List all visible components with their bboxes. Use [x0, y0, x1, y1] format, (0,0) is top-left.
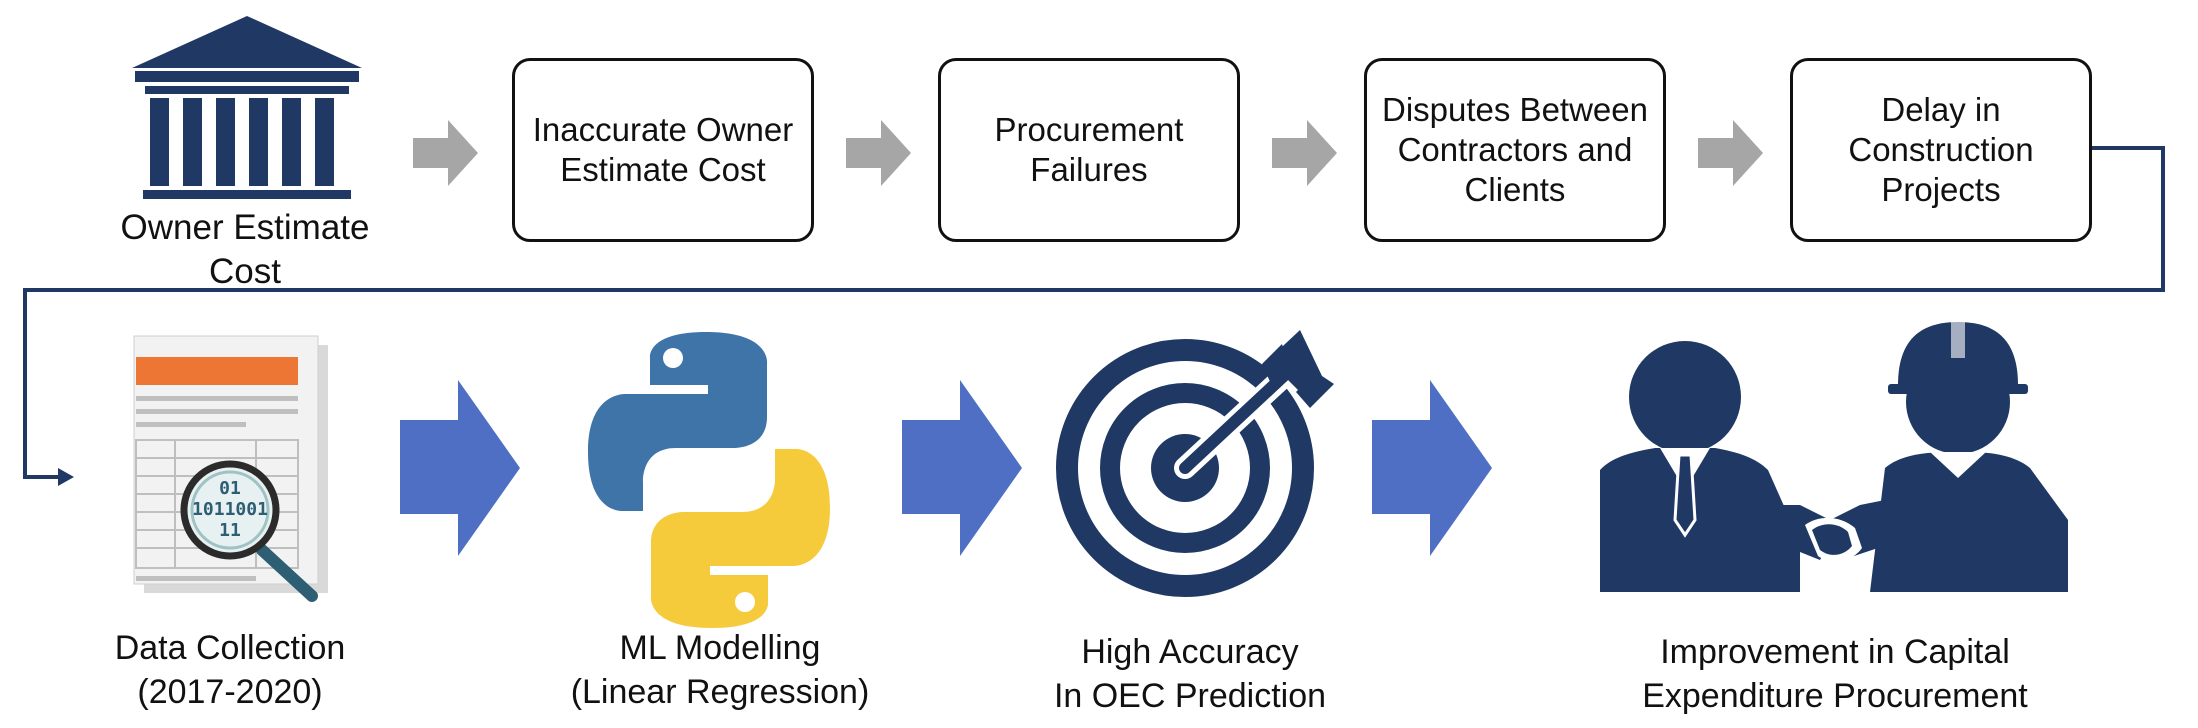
step-box-disputes: Disputes Between Contractors and Clients [1364, 58, 1666, 242]
step-label: Inaccurate Owner Estimate Cost [532, 111, 794, 188]
owner-estimate-cost-label: Owner Estimate Cost [120, 208, 370, 291]
ml-modelling-label: ML Modelling (Linear Regression) [570, 629, 870, 711]
python-logo-icon [588, 332, 830, 628]
gray-arrow-3-icon [1272, 120, 1337, 186]
blue-arrow-3-icon [1372, 380, 1492, 556]
flow-connector [23, 146, 2165, 479]
connector-arrowhead-icon [58, 468, 74, 486]
gray-arrow-1-icon [413, 120, 478, 186]
capex-improvement-label: Improvement in Capital Expenditure Procu… [1642, 633, 2028, 715]
government-building-icon [132, 16, 362, 199]
gray-arrow-4-icon [1698, 120, 1763, 186]
step-label: Disputes Between Contractors and Clients [1382, 91, 1648, 208]
data-collection-label: Data Collection (2017-2020) [114, 629, 346, 711]
binary-line: 01 [219, 478, 241, 499]
data-document-icon [133, 335, 328, 602]
step-label: Procurement Failures [994, 111, 1184, 188]
gray-arrow-2-icon [846, 120, 911, 186]
target-icon [1056, 330, 1334, 597]
high-accuracy-label: High Accuracy In OEC Prediction [1053, 633, 1327, 715]
binary-line: 1011001 [192, 499, 268, 520]
handshake-icon [1600, 318, 2068, 592]
step-box-inaccurate-owner-estimate: Inaccurate Owner Estimate Cost [512, 58, 814, 242]
step-box-procurement-failures: Procurement Failures [938, 58, 1240, 242]
binary-line: 11 [219, 520, 241, 541]
binary-digits: 01 1011001 11 [190, 478, 270, 541]
step-box-delay: Delay in Construction Projects [1790, 58, 2092, 242]
blue-arrow-2-icon [902, 380, 1022, 556]
step-label: Delay in Construction Projects [1848, 91, 2034, 208]
blue-arrow-1-icon [400, 380, 520, 556]
